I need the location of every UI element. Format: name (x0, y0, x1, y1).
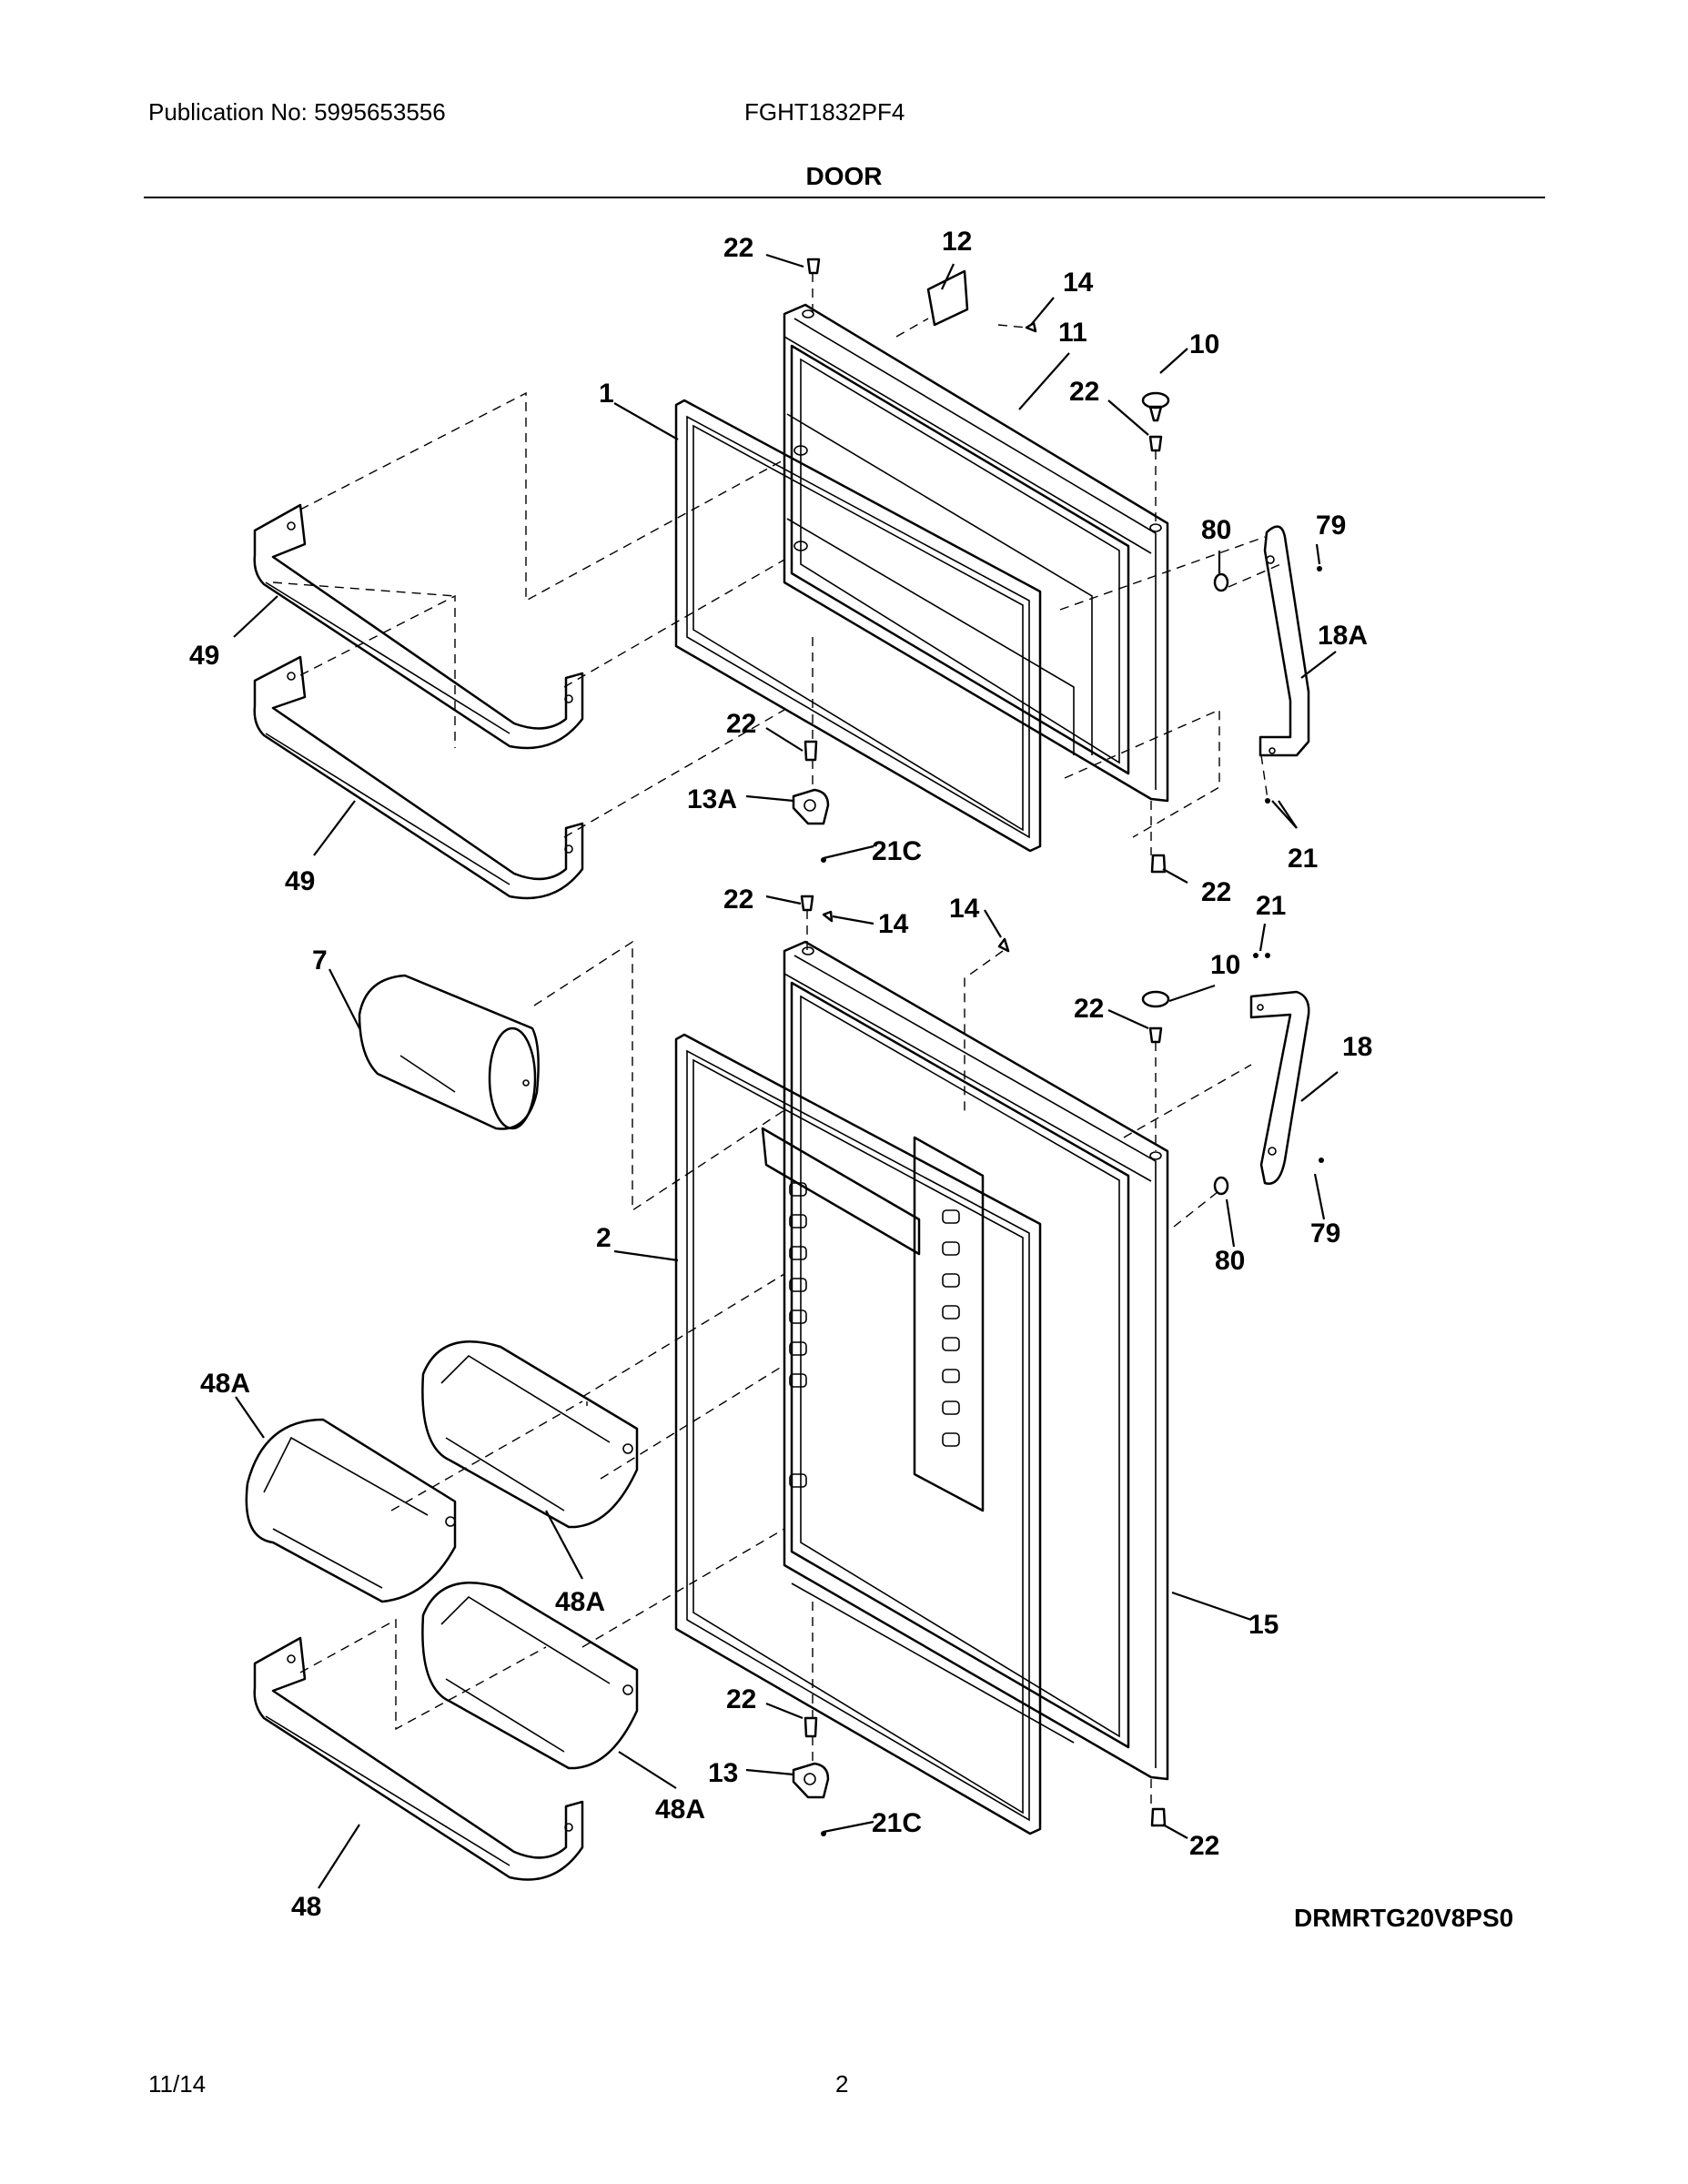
freezer-door-gasket (674, 399, 1042, 853)
callout-10: 10 (1189, 329, 1219, 359)
callout-14: 14 (949, 894, 980, 924)
fresh-food-door-gasket (674, 1033, 1042, 1835)
callout-21c: 21C (872, 1808, 922, 1838)
callout-14: 14 (878, 909, 909, 939)
callout-22: 22 (723, 885, 753, 915)
freezer-hardware (804, 258, 1322, 874)
callout-79: 79 (1316, 511, 1346, 541)
assembly-dashed-lines (272, 273, 1286, 1809)
callout-14: 14 (1063, 268, 1094, 298)
callout-18a: 18A (1318, 621, 1368, 651)
fresh-food-door-handle-18 (1249, 990, 1310, 1185)
header-rule (144, 197, 1545, 198)
callout-18: 18 (1342, 1032, 1372, 1062)
callout-48a: 48A (555, 1587, 605, 1617)
publication-date: 11/14 (148, 2070, 207, 2098)
dairy-door-rail (761, 1127, 921, 1256)
callout-80: 80 (1201, 515, 1231, 545)
callout-labels: 22 12 14 11 10 22 1 80 79 18A 21 49 49 2… (189, 227, 1372, 1922)
callout-48: 48 (291, 1892, 321, 1922)
callout-12: 12 (942, 227, 972, 257)
publication-number: Publication No: 5995653556 (148, 98, 446, 126)
callout-48a: 48A (655, 1795, 705, 1825)
fresh-food-door-hinge-13 (792, 1762, 830, 1799)
door-bin-48a-left (245, 1418, 457, 1603)
callout-22: 22 (1069, 377, 1099, 407)
freezer-door-hinge-13a (792, 788, 830, 825)
freezer-door-shelf-49-upper (253, 503, 584, 750)
door-bin-48a-upper (421, 1340, 639, 1529)
callout-22: 22 (1201, 877, 1231, 907)
callout-1: 1 (599, 379, 614, 409)
door-shelf-bosses (789, 1182, 960, 1488)
callout-21c: 21C (872, 836, 922, 866)
label-12 (926, 269, 969, 327)
callout-13: 13 (708, 1758, 738, 1788)
callout-leader-lines (233, 253, 1339, 1889)
callout-22: 22 (723, 233, 753, 263)
callout-13a: 13A (687, 784, 737, 814)
freezer-door-outer-panel (783, 303, 1169, 803)
page-number: 2 (835, 2070, 849, 2098)
callout-22: 22 (1189, 1831, 1219, 1861)
egg-container-7 (358, 974, 540, 1130)
callout-21: 21 (1256, 891, 1286, 921)
callout-49: 49 (285, 866, 315, 896)
door-shelf-48 (253, 1636, 584, 1881)
callout-21: 21 (1288, 844, 1318, 874)
callout-80: 80 (1215, 1246, 1245, 1276)
callout-22: 22 (1074, 994, 1104, 1024)
model-number: FGHT1832PF4 (744, 98, 905, 126)
callout-10: 10 (1210, 950, 1240, 980)
callout-7: 7 (312, 945, 328, 976)
freezer-door-shelf-49-lower (253, 655, 584, 900)
fresh-food-hardware (800, 895, 1324, 1836)
fresh-food-door-outer-panel (761, 940, 1169, 1781)
diagram-code: DRMRTG20V8PS0 (1294, 1904, 1514, 1932)
freezer-door-handle-18a (1258, 525, 1310, 757)
callout-49: 49 (189, 641, 219, 671)
callout-22: 22 (726, 709, 756, 739)
callout-15: 15 (1248, 1610, 1279, 1640)
callout-22: 22 (726, 1684, 756, 1714)
callout-48a: 48A (200, 1369, 250, 1399)
callout-2: 2 (596, 1223, 612, 1253)
section-title: DOOR (805, 162, 883, 190)
callout-11: 11 (1058, 318, 1087, 348)
callout-79: 79 (1310, 1218, 1340, 1249)
